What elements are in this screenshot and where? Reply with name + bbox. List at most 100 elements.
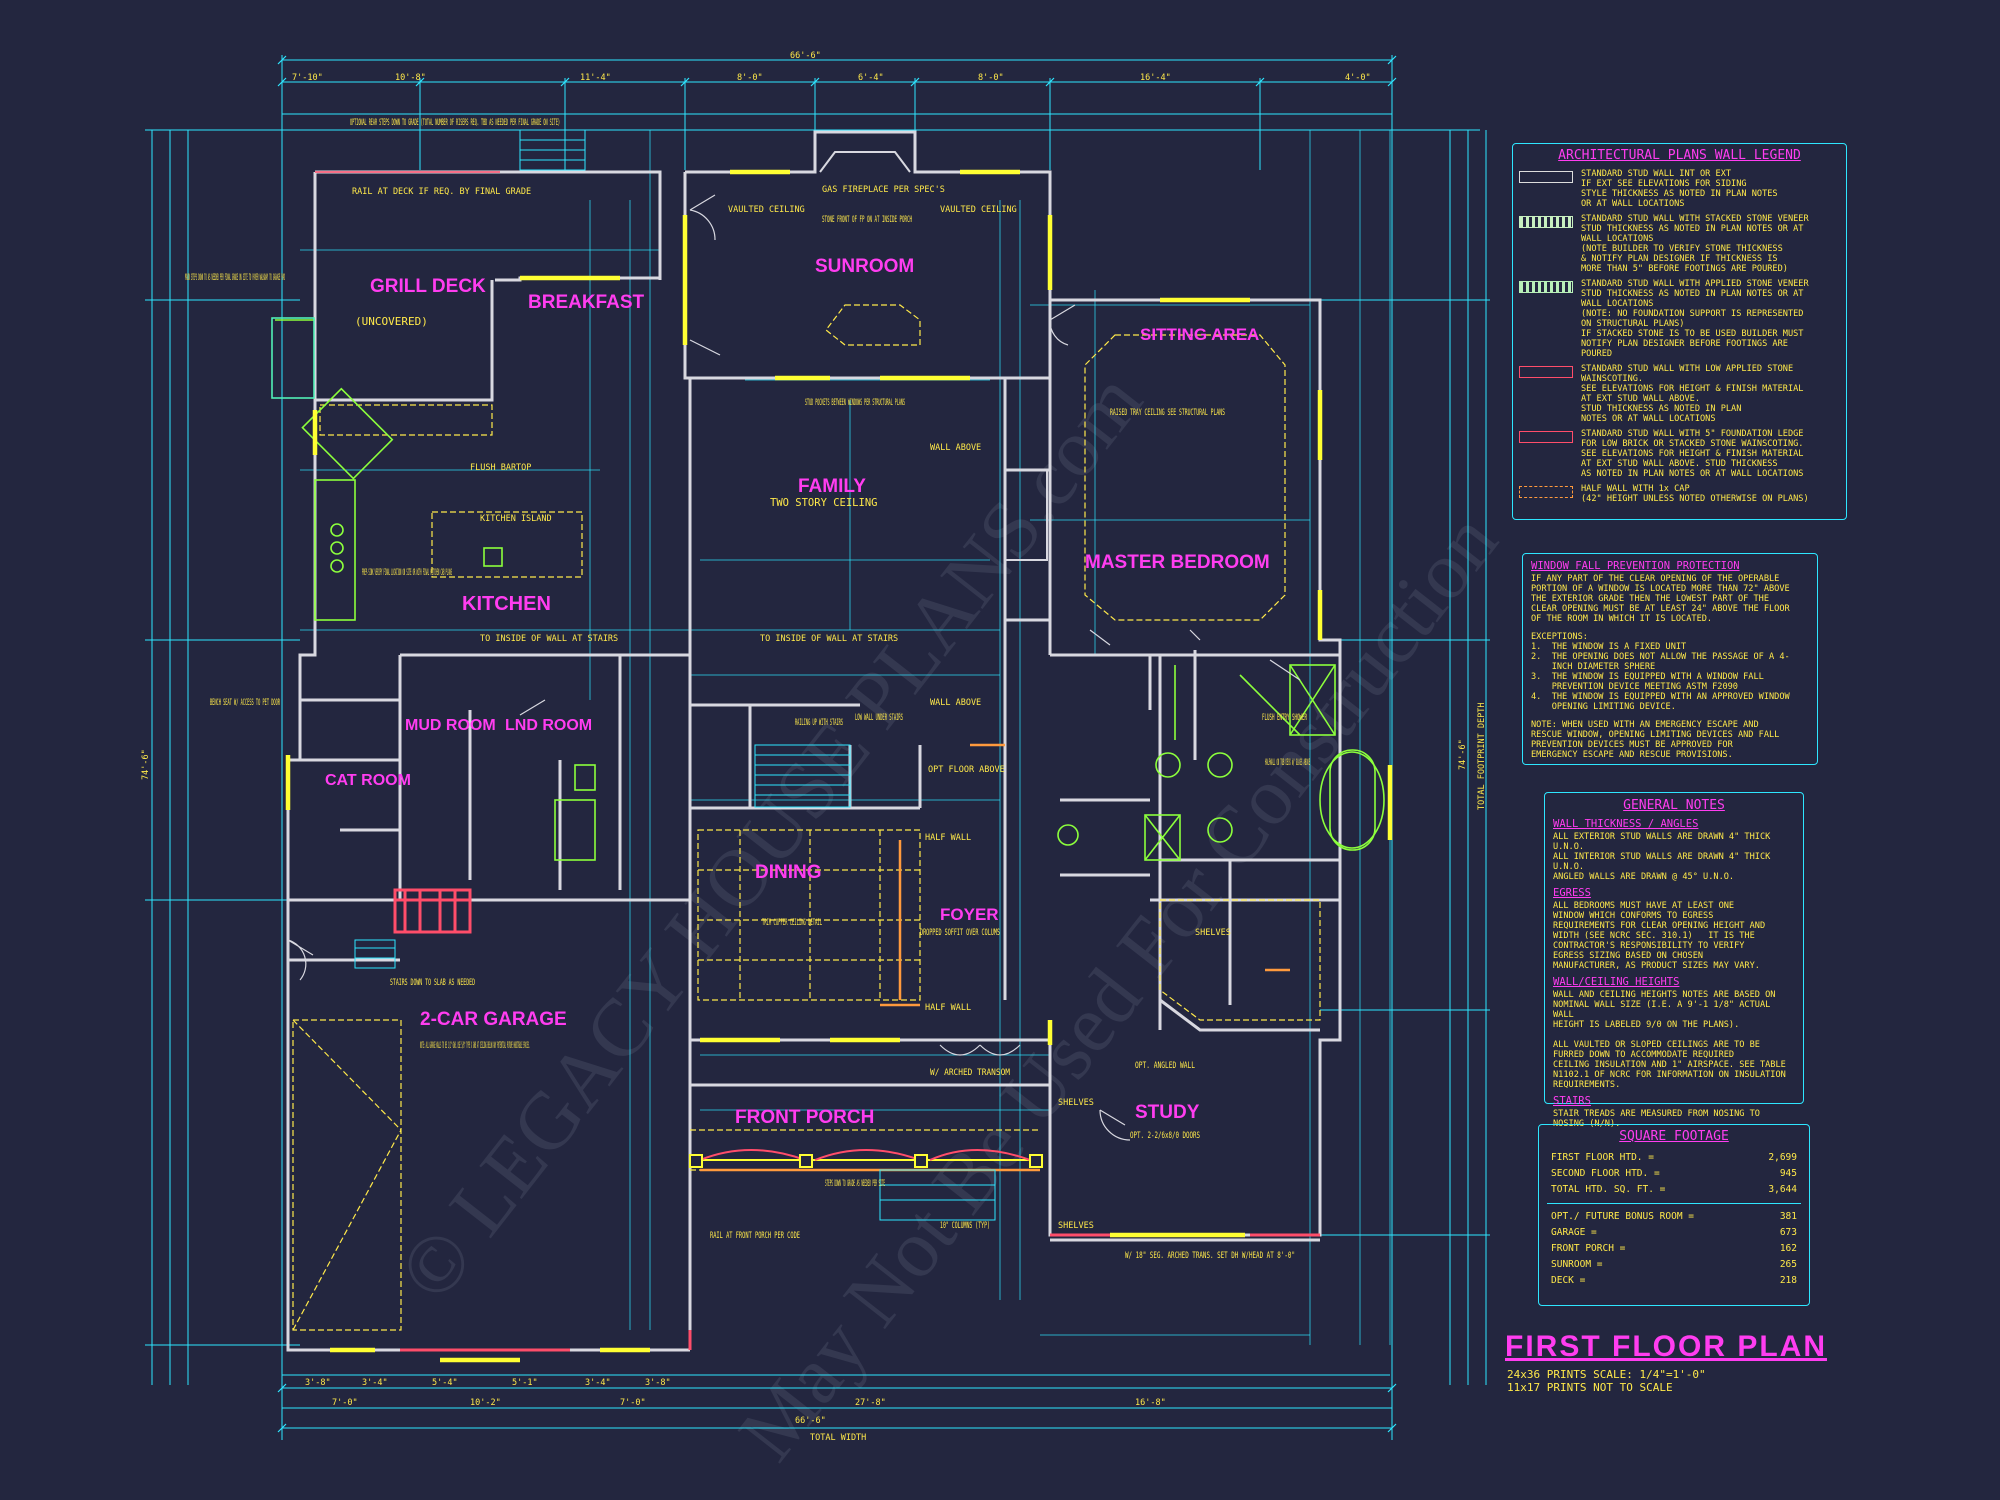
wall-legend-item: STANDARD STUD WALL WITH APPLIED STONE VE… xyxy=(1519,279,1840,359)
fireplace xyxy=(819,151,1048,561)
dimension-lines xyxy=(145,55,1490,1440)
total-width-label: TOTAL WIDTH xyxy=(810,1433,866,1443)
bottom-dim-3: 5'-4" xyxy=(432,1378,458,1388)
square-footage-row: TOTAL HTD. SQ. FT. =3,644 xyxy=(1539,1182,1809,1198)
total-depth-label: TOTAL FOOTPRINT DEPTH xyxy=(1477,703,1487,810)
note-opt-angled: OPT. ANGLED WALL xyxy=(1135,1061,1195,1071)
room-front-porch: FRONT PORCH xyxy=(735,1107,874,1128)
room-grill-deck: GRILL DECK xyxy=(370,276,486,297)
square-footage-divider xyxy=(1547,1203,1801,1204)
note-arched-transom: W/ ARCHED TRANSOM xyxy=(930,1068,1010,1078)
top-dim-7: 16'-4" xyxy=(1140,73,1171,83)
wall-legend-item: HALF WALL WITH 1x CAP (42" HEIGHT UNLESS… xyxy=(1519,484,1840,504)
room-family-sub: TWO STORY CEILING xyxy=(770,497,877,509)
window-fall-note: NOTE: WHEN USED WITH AN EMERGENCY ESCAPE… xyxy=(1531,720,1780,760)
room-dining: DINING xyxy=(755,862,822,883)
left-total: 74'-6" xyxy=(141,749,151,780)
general-notes-text3: WALL AND CEILING HEIGHTS NOTES ARE BASED… xyxy=(1553,990,1786,1090)
square-footage-row: SECOND FLOOR HTD. = 945 xyxy=(1539,1166,1809,1182)
square-footage-row: GARAGE =673 xyxy=(1539,1225,1809,1241)
top-dim-5: 6'-4" xyxy=(858,73,884,83)
bottom-dim-6: 3'-8" xyxy=(645,1378,671,1388)
square-footage-value: 945 xyxy=(1779,1168,1797,1179)
note-garage-walls: NOTE: ALL GARAGE WALLS TO BE 1/2" GWB. U… xyxy=(420,1041,530,1051)
general-notes-sub3: WALL/CEILING HEIGHTS xyxy=(1553,976,1680,988)
wall-legend-item: STANDARD STUD WALL WITH STACKED STONE VE… xyxy=(1519,214,1840,274)
note-rail-deck: RAIL AT DECK IF REQ. BY FINAL GRADE xyxy=(352,187,531,197)
wall-legend-swatch xyxy=(1519,171,1573,183)
windows xyxy=(285,169,1393,1363)
room-sitting-area: SITTING AREA xyxy=(1140,325,1259,344)
note-stone-front: STONE FRONT OF FP ON AT INSIDE PORCH xyxy=(822,215,912,225)
doors xyxy=(287,194,1301,1141)
plan-notes: OPTIONAL REAR STEPS DOWN TO GRADE (TOTAL… xyxy=(185,118,1310,1261)
general-notes-title: GENERAL NOTES xyxy=(1623,798,1725,813)
window-fall-panel: WINDOW FALL PREVENTION PROTECTION IF ANY… xyxy=(1522,553,1818,765)
square-footage-value: 2,699 xyxy=(1768,1152,1797,1163)
porch-arches xyxy=(699,1149,1031,1161)
wall-legend-item: STANDARD STUD WALL INT OR EXT IF EXT SEE… xyxy=(1519,169,1840,209)
note-flush-bartop: FLUSH BARTOP xyxy=(470,463,531,473)
note-opt-floor: OPT FLOOR ABOVE xyxy=(928,765,1005,775)
note-rear-steps: OPTIONAL REAR STEPS DOWN TO GRADE (TOTAL… xyxy=(350,118,560,128)
wall-legend-item: STANDARD STUD WALL WITH LOW APPLIED STON… xyxy=(1519,364,1840,424)
square-footage-label: FIRST FLOOR HTD. = xyxy=(1551,1152,1654,1163)
square-footage-row: OPT./ FUTURE BONUS ROOM =381 xyxy=(1539,1209,1809,1225)
room-sunroom: SUNROOM xyxy=(815,256,914,277)
square-footage-label: SECOND FLOOR HTD. = xyxy=(1551,1168,1660,1179)
note-columns: 10" COLUMNS (TYP) xyxy=(940,1221,990,1231)
total-width-bottom: 66'-6" xyxy=(795,1416,826,1426)
wall-legend-swatch xyxy=(1519,216,1573,228)
bottom-dim2-4: 27'-8" xyxy=(855,1398,886,1408)
note-wall-above-1: WALL ABOVE xyxy=(930,698,981,708)
note-main-steps: MAIN STEPS DOWN TO AS NEEDED PER FINAL G… xyxy=(185,273,285,283)
top-dim-6: 8'-0" xyxy=(978,73,1004,83)
room-family: FAMILY xyxy=(798,476,866,497)
note-steps-down: STEPS DOWN TO GRADE AS NEEDED PER SITE xyxy=(825,1179,885,1189)
note-shelves-1: SHELVES xyxy=(1195,928,1231,938)
bottom-dim-4: 5'-1" xyxy=(512,1378,538,1388)
note-prep-sink: PREP-SINK VERIFY FINAL LOCATION ON SITE … xyxy=(362,568,452,578)
top-dim-3: 11'-4" xyxy=(580,73,611,83)
walls xyxy=(286,130,1342,1352)
wall-legend-text: STANDARD STUD WALL WITH APPLIED STONE VE… xyxy=(1581,279,1809,359)
wall-legend-text: HALF WALL WITH 1x CAP (42" HEIGHT UNLESS… xyxy=(1581,484,1809,504)
note-bench-seat: BENCH SEAT W/ ACCESS TO PET DOOR xyxy=(210,698,280,708)
wall-legend-panel: ARCHITECTURAL PLANS WALL LEGEND STANDARD… xyxy=(1512,143,1847,520)
general-notes-sub2: EGRESS xyxy=(1553,887,1591,899)
top-dim-4: 8'-0" xyxy=(737,73,763,83)
square-footage-value: 218 xyxy=(1779,1275,1797,1286)
window-fall-exceptions: EXCEPTIONS: 1. THE WINDOW IS A FIXED UNI… xyxy=(1531,632,1790,712)
brick-walls xyxy=(315,171,1320,1350)
square-footage-title: SQUARE FOOTAGE xyxy=(1619,1129,1729,1144)
note-vaulted-1: VAULTED CEILING xyxy=(728,205,805,215)
window-fall-title: WINDOW FALL PREVENTION PROTECTION xyxy=(1531,560,1740,572)
general-notes-sub4: STAIRS xyxy=(1553,1095,1591,1107)
note-half-wall-2: HALF WALL xyxy=(925,1003,971,1013)
note-railing: RAILING UP WITH STAIRS xyxy=(795,718,843,728)
square-footage-label: SUNROOM = xyxy=(1551,1259,1603,1270)
wall-legend-text: STANDARD STUD WALL WITH 5" FOUNDATION LE… xyxy=(1581,429,1804,479)
bottom-dim-2: 3'-4" xyxy=(362,1378,388,1388)
stairs xyxy=(271,129,996,1221)
note-shelves-3: SHELVES xyxy=(1058,1221,1094,1231)
wall-legend-title: ARCHITECTURAL PLANS WALL LEGEND xyxy=(1558,148,1801,163)
note-half-wall-1: HALF WALL xyxy=(925,833,971,843)
general-notes-sub1: WALL THICKNESS / ANGLES xyxy=(1553,818,1699,830)
general-notes-panel: GENERAL NOTES WALL THICKNESS / ANGLES AL… xyxy=(1544,792,1804,1129)
square-footage-value: 162 xyxy=(1779,1243,1797,1254)
bottom-dim2-3: 7'-0" xyxy=(620,1398,646,1408)
general-notes-text2: ALL BEDROOMS MUST HAVE AT LEAST ONE WIND… xyxy=(1553,901,1766,971)
top-dim-8: 4'-0" xyxy=(1345,73,1371,83)
window-fall-body: IF ANY PART OF THE CLEAR OPENING OF THE … xyxy=(1531,574,1790,624)
scale-note-2: 11x17 PRINTS NOT TO SCALE xyxy=(1507,1381,1673,1394)
bottom-dim2-1: 7'-0" xyxy=(332,1398,358,1408)
room-foyer: FOYER xyxy=(940,905,999,924)
note-gas-fp: GAS FIREPLACE PER SPEC'S xyxy=(822,185,945,195)
note-vaulted-2: VAULTED CEILING xyxy=(940,205,1017,215)
dimension-labels: 66'-6" 66'-6" TOTAL WIDTH 7'-10" 10'-8" … xyxy=(141,51,1487,1443)
tray-ceilings xyxy=(292,304,1321,1331)
